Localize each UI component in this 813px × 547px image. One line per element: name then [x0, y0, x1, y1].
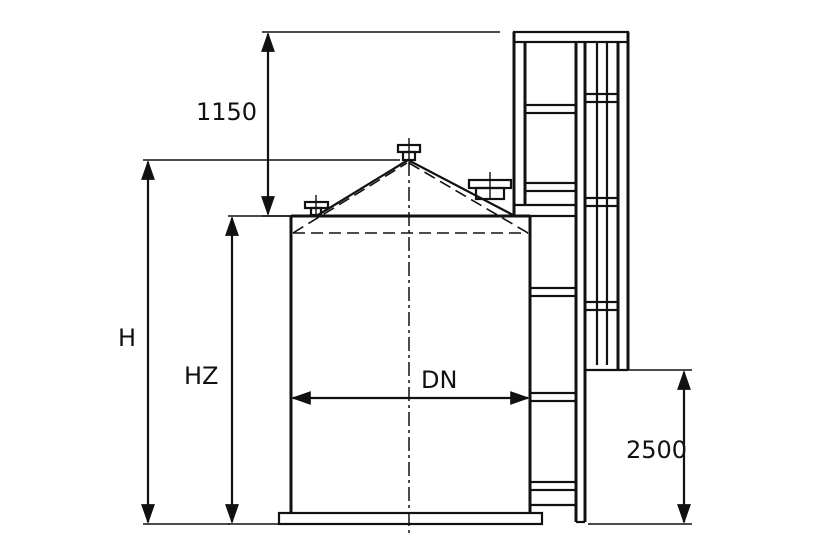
platform-dimension-label: 2500	[626, 436, 687, 464]
hz-label: HZ	[184, 362, 219, 390]
h-label: H	[118, 324, 136, 352]
manhole-nozzle	[467, 172, 513, 201]
dn-label: DN	[421, 366, 457, 394]
hz-dimension	[225, 215, 291, 525]
top-dimension	[261, 31, 500, 217]
left-nozzle	[303, 195, 330, 217]
ladder	[512, 30, 630, 524]
platform-dimension	[588, 369, 692, 525]
base-plate	[277, 511, 544, 526]
tank-shell	[289, 214, 532, 513]
conical-roof	[292, 159, 529, 234]
top-nozzle	[396, 138, 422, 162]
top-dimension-label: 1150	[196, 98, 257, 126]
